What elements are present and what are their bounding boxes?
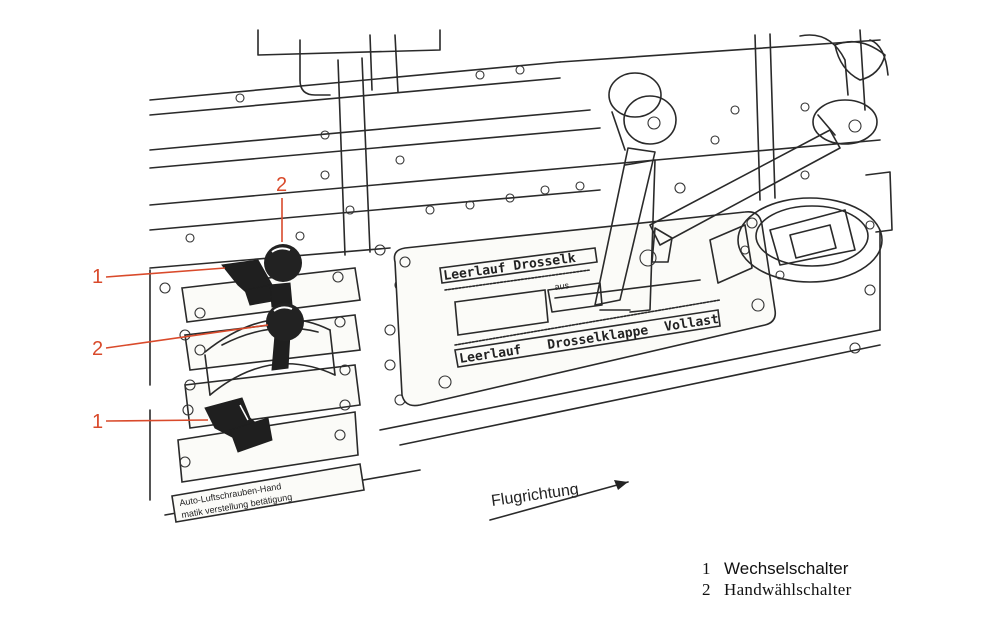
callout-number: 1	[92, 411, 103, 433]
toggle-switch-top	[221, 259, 279, 306]
callout-line	[105, 267, 226, 278]
legend-number: 1	[702, 559, 711, 578]
selector-knob-top	[264, 244, 302, 308]
switch-frame-bottom	[177, 411, 359, 483]
legend: 1 Wechselschalter 2 Handwählschalter	[702, 558, 852, 600]
legend-text: Wechselschalter	[724, 559, 849, 578]
round-instrument	[709, 171, 893, 284]
callout-number: 2	[276, 174, 287, 196]
legend-text: Handwählschalter	[724, 580, 852, 599]
callout-line	[105, 419, 209, 422]
throttle-lever-right	[639, 99, 878, 267]
background-structure	[149, 29, 889, 256]
legend-row: 1 Wechselschalter	[702, 558, 852, 579]
flight-direction: Flugrichtung	[489, 480, 629, 521]
direction-arrow-line	[489, 481, 629, 521]
legend-row: 2 Handwählschalter	[702, 579, 852, 600]
plate-small-label: aus	[554, 280, 570, 292]
selector-knob-middle	[266, 303, 304, 371]
callout-number: 2	[92, 338, 103, 360]
direction-arrow-head	[614, 480, 628, 490]
toggle-switch-bottom	[204, 397, 273, 453]
throttle-lever-left	[594, 72, 677, 313]
callout-line	[105, 324, 269, 349]
callouts: 1 2 2 1	[92, 174, 287, 433]
switch-placard: Auto-Luftschrauben-Hand matik verstellun…	[171, 463, 365, 523]
direction-label: Flugrichtung	[490, 481, 580, 510]
callout-number: 1	[92, 266, 103, 288]
legend-number: 2	[702, 580, 711, 599]
throttle-quadrant: Leerlauf Drosselk aus Leerlauf Drosselkl…	[393, 210, 777, 407]
